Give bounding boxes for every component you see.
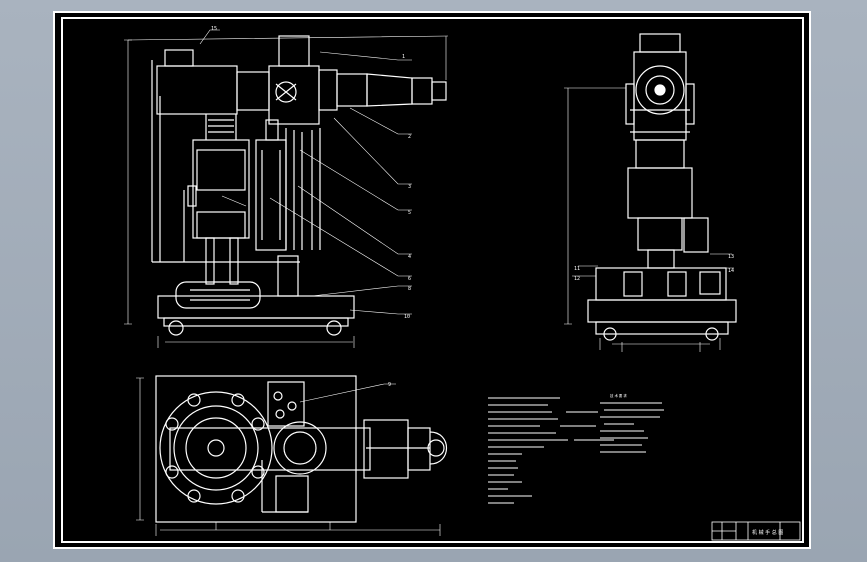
title-block	[711, 521, 801, 541]
label-6: 6	[408, 276, 411, 282]
label-3: 3	[408, 184, 411, 190]
label-5: 5	[408, 210, 411, 216]
tech-req-text-lines-left	[488, 397, 614, 504]
tech-req-title: 技 术 要 求	[610, 393, 627, 398]
label-8: 8	[408, 286, 411, 292]
label-1: 1	[402, 54, 405, 60]
title-block-drawing-name: 机 械 手 总 图	[752, 529, 783, 536]
label-13: 13	[728, 254, 734, 260]
front-view	[151, 35, 447, 336]
label-9: 9	[388, 382, 391, 388]
technical-requirements: 技 术 要 求	[488, 393, 664, 504]
inner-border	[61, 17, 804, 543]
label-11: 11	[574, 266, 580, 272]
top-view	[155, 375, 447, 523]
label-10: 10	[404, 314, 410, 320]
side-view	[587, 33, 737, 341]
label-2: 2	[408, 134, 411, 140]
tech-req-text-lines-right	[600, 402, 664, 453]
side-view-leaders	[564, 87, 734, 352]
front-view-leaders	[124, 29, 449, 348]
top-view-leaders	[136, 377, 441, 536]
label-4: 4	[408, 254, 411, 260]
label-12: 12	[574, 276, 580, 282]
label-14: 14	[728, 268, 734, 274]
label-15: 15	[211, 26, 217, 32]
part-number-labels: 15 1 2 3 5 4 6 8 10 9 11 12 13 14	[211, 26, 734, 388]
